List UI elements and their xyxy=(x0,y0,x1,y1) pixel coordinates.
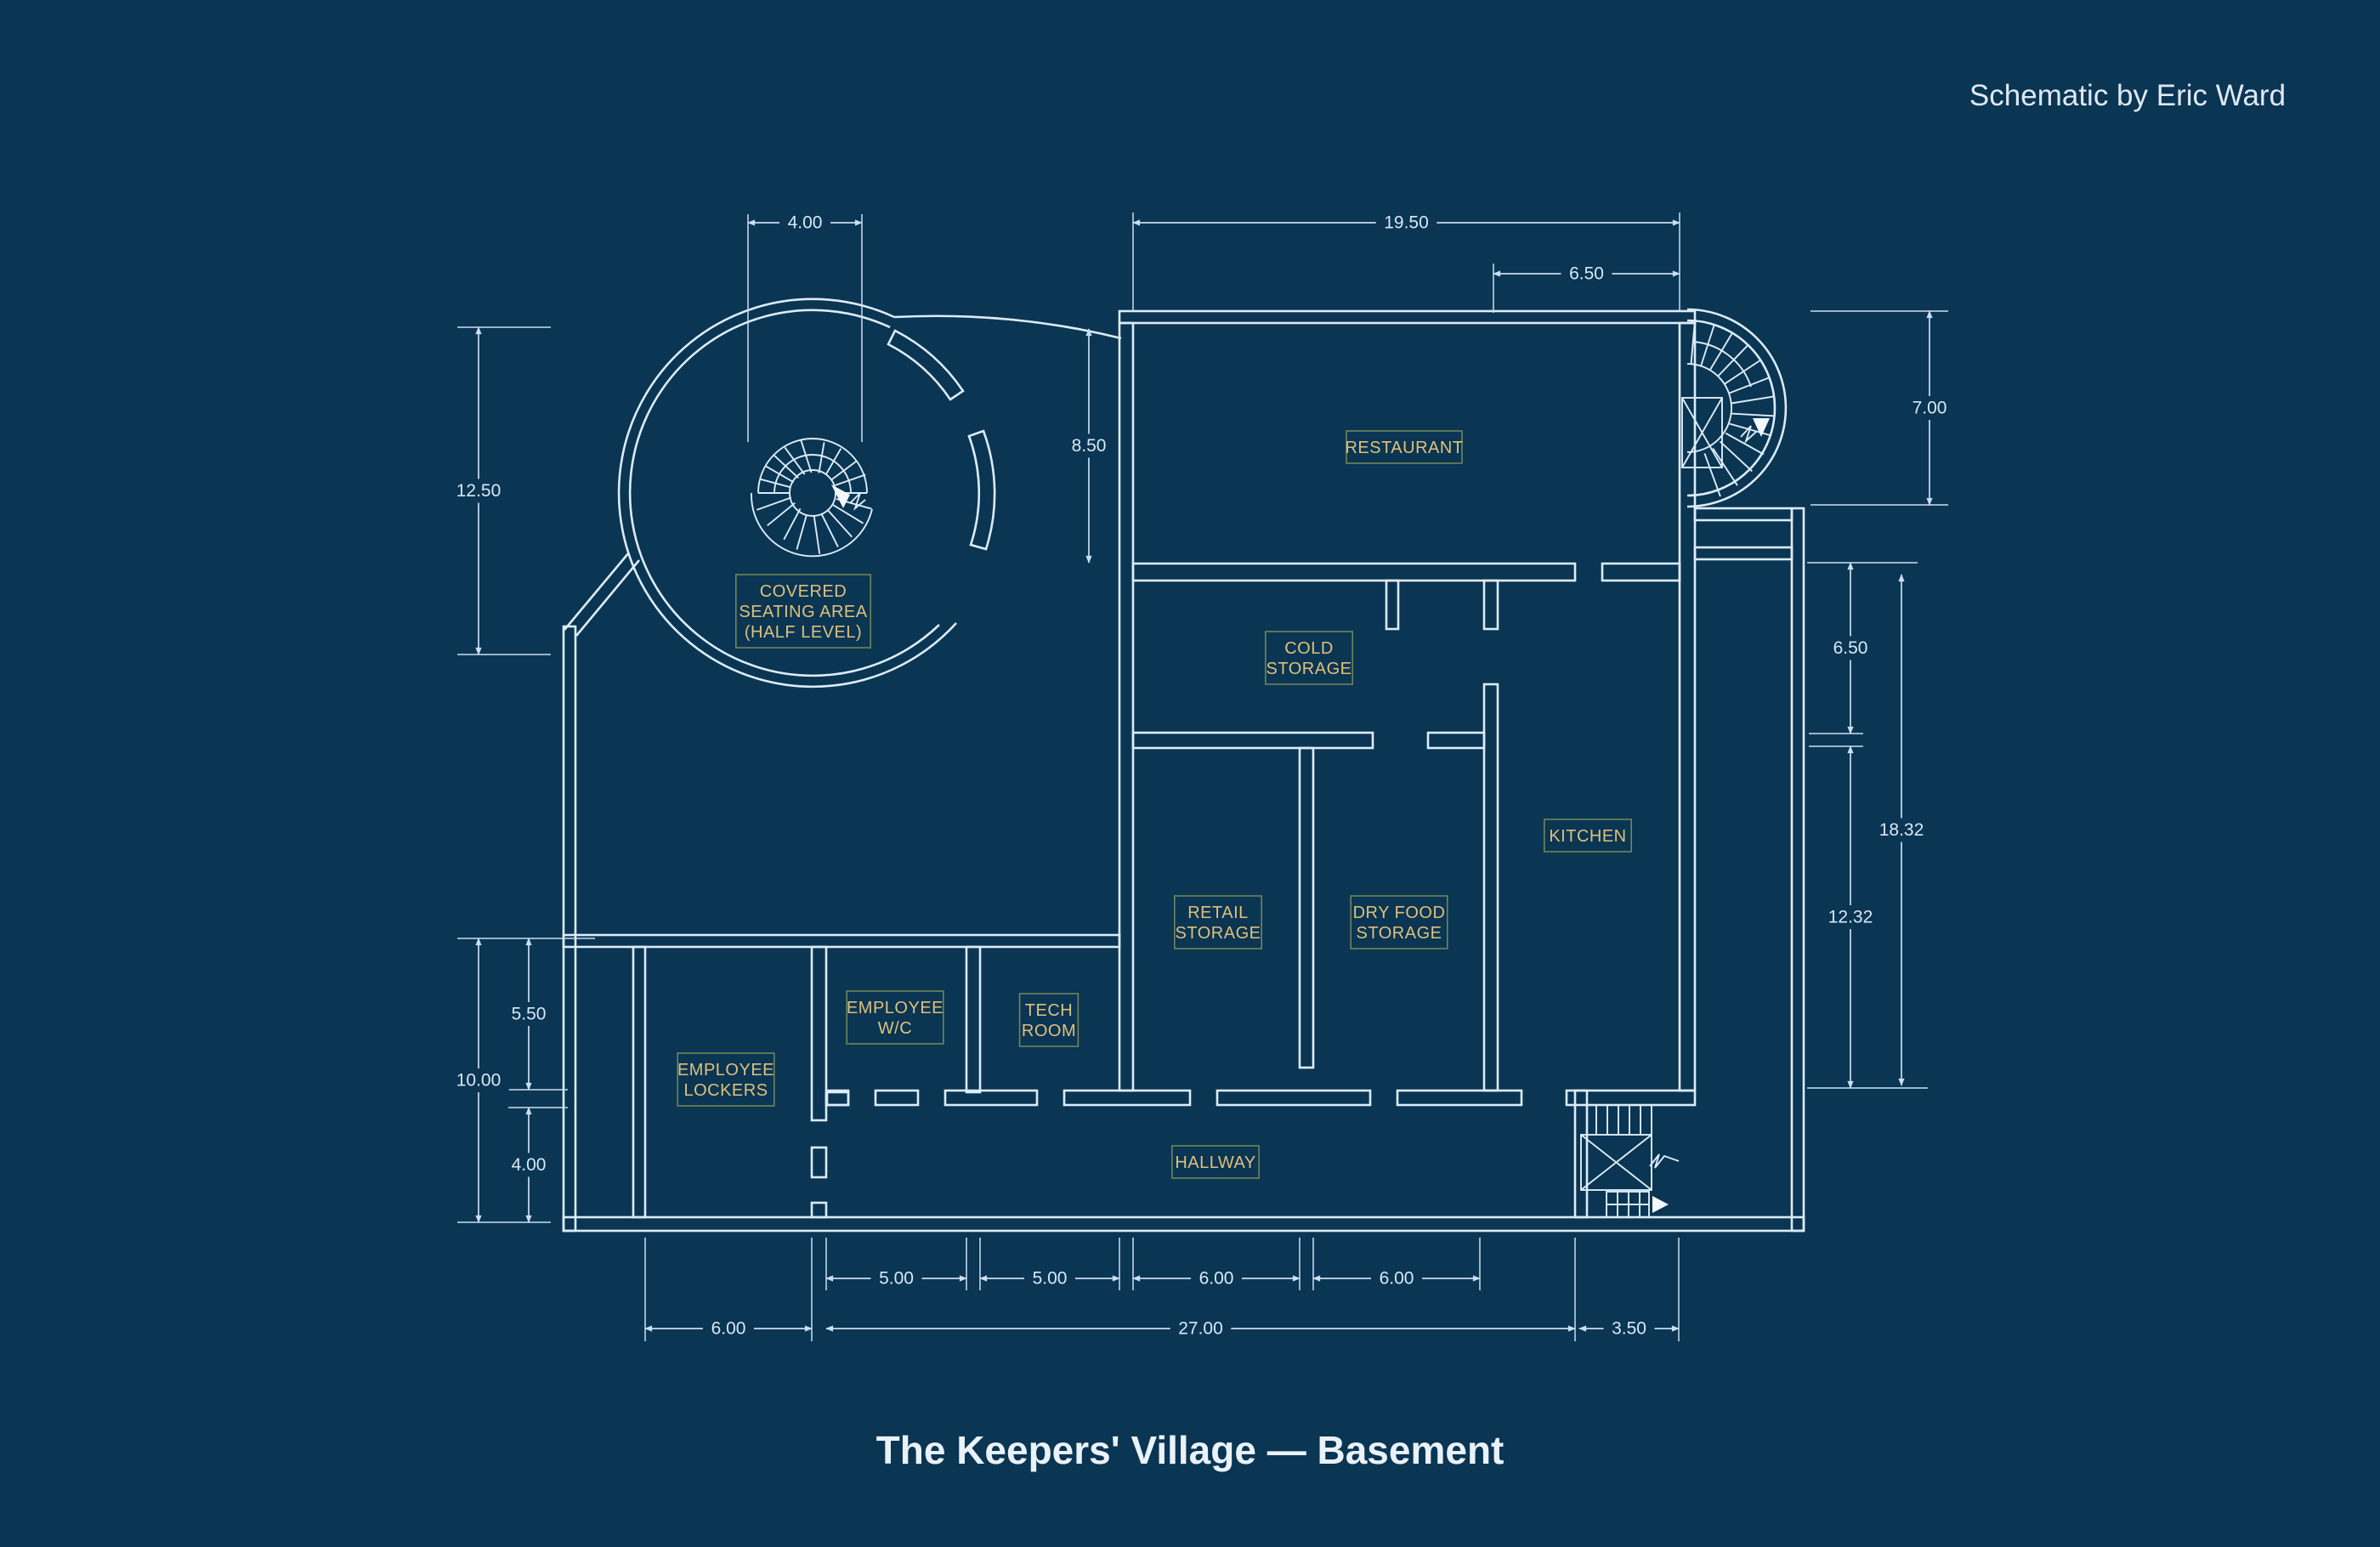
room-label-restaurant: RESTAURANT xyxy=(1345,430,1463,464)
room-label-text: KITCHEN xyxy=(1549,827,1626,846)
dimension-label: 12.50 xyxy=(456,481,502,501)
dimension-label-mask xyxy=(448,479,509,503)
dimension-label: 18.32 xyxy=(1879,820,1924,840)
dimension-label-mask xyxy=(1191,1266,1242,1290)
dimension-label: 19.50 xyxy=(1384,213,1429,233)
curved-staircase-top-right xyxy=(1681,308,1788,508)
dimension-label-mask xyxy=(1825,636,1876,660)
dimension-label-mask xyxy=(1820,905,1881,929)
dimension-label: 5.50 xyxy=(512,1005,547,1024)
dimension-label: 3.50 xyxy=(1612,1319,1646,1339)
room-label-text: RESTAURANT xyxy=(1345,439,1463,457)
stair-break-mark xyxy=(849,492,866,511)
dimension-label-mask xyxy=(503,1002,554,1026)
dimension-label: 6.50 xyxy=(1569,264,1604,284)
dimension-label-mask xyxy=(1371,1266,1422,1290)
dimension-label: 6.00 xyxy=(1380,1269,1414,1289)
stair-direction-arrow xyxy=(1753,418,1770,437)
dimension-label-mask xyxy=(1904,396,1955,420)
page-title: The Keepers' Village — Basement xyxy=(876,1428,1504,1472)
dimension-label: 5.00 xyxy=(1033,1269,1068,1289)
dimension-layer: 4.00 19.50 6.50 5.00 5.00 6.00 6.00 6.00 27.00 3.… xyxy=(448,211,1955,1340)
stair-break-mark xyxy=(1740,425,1757,445)
dimension-label-mask xyxy=(1375,211,1437,235)
room-label-hallway: HALLWAY xyxy=(1171,1145,1261,1179)
dimension-label: 4.00 xyxy=(788,213,823,233)
stair-direction-arrow xyxy=(831,484,850,508)
dimension-label-mask xyxy=(1024,1266,1075,1290)
extension-lines xyxy=(457,212,1948,1341)
dimension-label-mask xyxy=(1871,818,1932,842)
dimension-label: 27.00 xyxy=(1178,1319,1223,1339)
dimension-label-mask xyxy=(870,1266,922,1290)
stairwell-bottom-right xyxy=(1580,1105,1680,1218)
dimension-label: 8.50 xyxy=(1072,436,1107,456)
dimension-label-mask xyxy=(448,1068,509,1092)
dimension-label: 6.00 xyxy=(711,1319,746,1339)
stair-direction-arrow xyxy=(1652,1196,1669,1213)
dimension-label: 10.00 xyxy=(456,1071,502,1091)
dimension-label: 12.32 xyxy=(1828,908,1873,927)
dimension-label: 4.00 xyxy=(512,1155,547,1175)
spiral-staircase xyxy=(751,438,873,558)
dimension-label-mask xyxy=(1170,1317,1232,1340)
dimension-label-mask xyxy=(779,211,830,235)
room-label-kitchen: KITCHEN xyxy=(1544,819,1633,853)
spiral-treads xyxy=(756,439,872,554)
covered-seating-circle xyxy=(617,298,1122,688)
dimension-label-mask xyxy=(1561,262,1612,286)
dimension-label-mask xyxy=(1063,434,1114,458)
dimension-label: 6.00 xyxy=(1199,1269,1234,1289)
stair-treads xyxy=(1595,1105,1652,1135)
dimension-label-mask xyxy=(503,1153,554,1177)
elevator-shaft xyxy=(1580,1134,1652,1191)
dimension-label: 6.50 xyxy=(1833,638,1868,658)
dimension-label: 7.00 xyxy=(1912,399,1947,418)
room-label-text: HALLWAY xyxy=(1175,1153,1255,1172)
building-walls xyxy=(562,309,1805,1232)
credit-text: Schematic by Eric Ward xyxy=(1969,79,2286,112)
stair-break-mark xyxy=(1649,1153,1680,1169)
dimension-label-mask xyxy=(703,1317,754,1340)
dimension-label: 5.00 xyxy=(879,1269,914,1289)
dimension-label-mask xyxy=(1603,1317,1655,1340)
